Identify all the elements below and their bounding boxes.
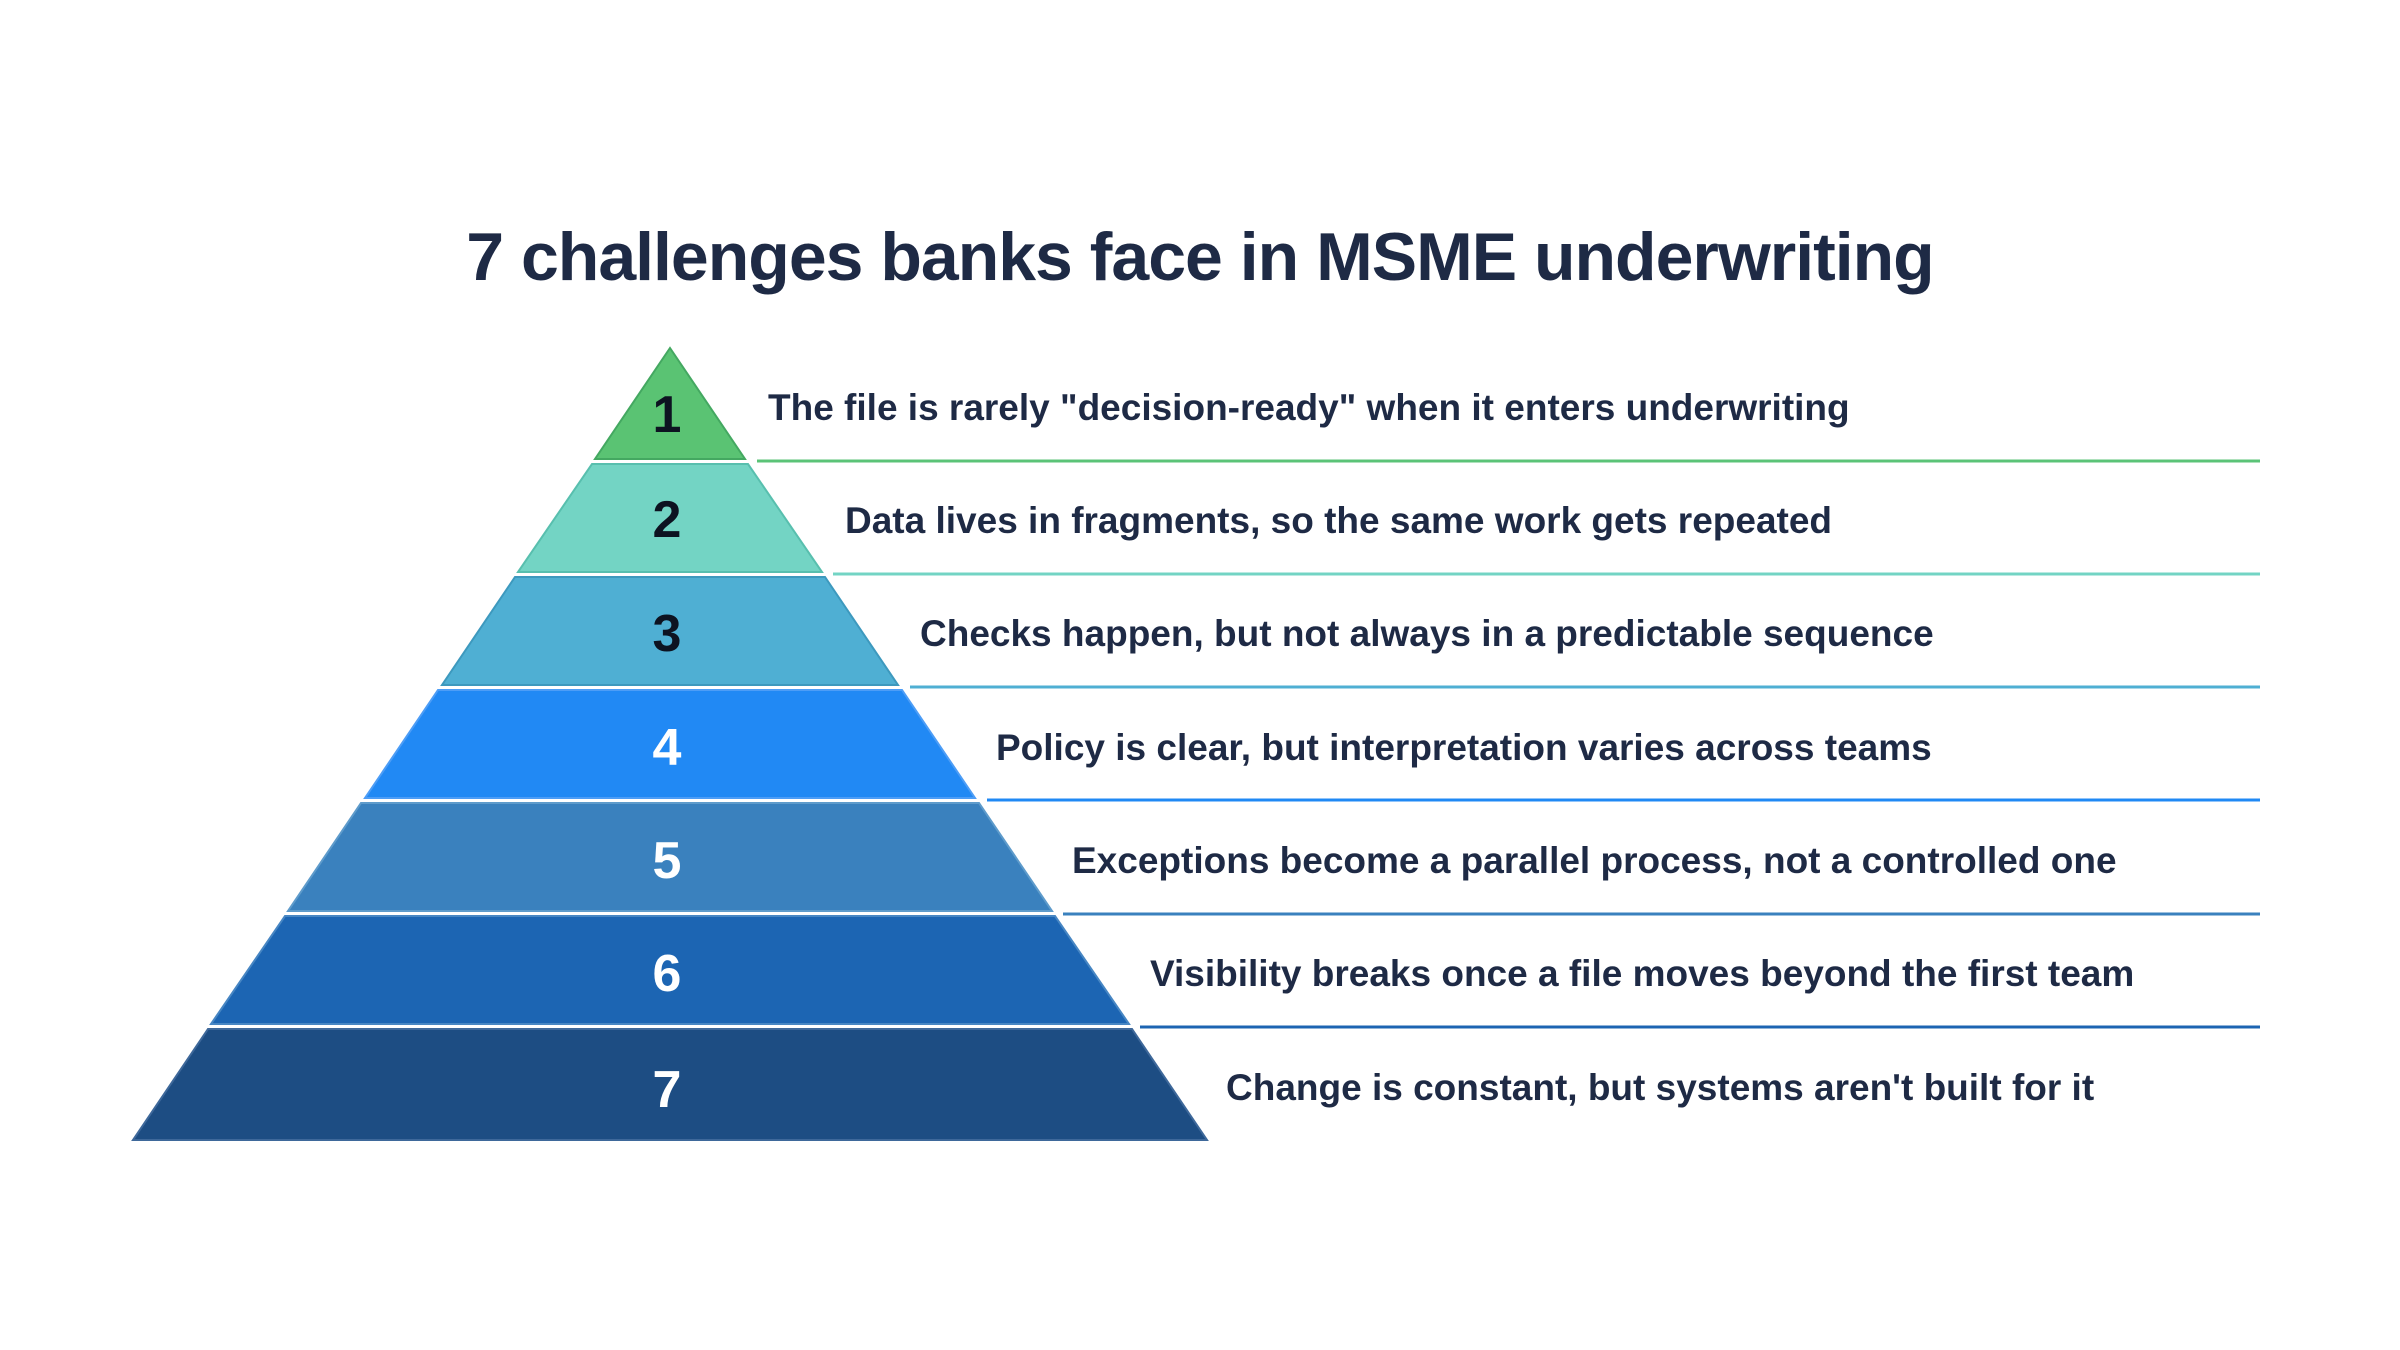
level-3-label: Checks happen, but not always in a predi… bbox=[920, 612, 1934, 654]
pyramid-level-3-shape bbox=[440, 576, 900, 686]
level-7-label: Change is constant, but systems aren't b… bbox=[1226, 1066, 2095, 1108]
level-1-label: The file is rarely "decision-ready" when… bbox=[768, 386, 1850, 428]
pyramid-level-1-shape bbox=[593, 346, 747, 460]
level-2-number: 2 bbox=[652, 491, 682, 549]
page-title: 7 challenges banks face in MSME underwri… bbox=[466, 219, 1934, 295]
level-7-number: 7 bbox=[652, 1061, 682, 1119]
level-4-label: Policy is clear, but interpretation vari… bbox=[996, 726, 1932, 768]
pyramid-level-2-shape bbox=[516, 463, 824, 573]
level-6-number: 6 bbox=[652, 945, 682, 1003]
level-5-label: Exceptions become a parallel process, no… bbox=[1072, 839, 2117, 881]
pyramid-level-6-shape bbox=[209, 915, 1131, 1025]
pyramid-level-4-shape bbox=[363, 689, 977, 799]
level-5-number: 5 bbox=[652, 832, 682, 890]
level-3-number: 3 bbox=[652, 605, 682, 663]
level-1-number: 1 bbox=[652, 386, 682, 444]
pyramid-level-5-shape bbox=[286, 802, 1054, 912]
level-2-label: Data lives in fragments, so the same wor… bbox=[845, 499, 1833, 541]
level-6-label: Visibility breaks once a file moves beyo… bbox=[1150, 952, 2135, 994]
pyramid-level-7-shape bbox=[131, 1028, 1209, 1141]
level-4-number: 4 bbox=[652, 719, 682, 777]
